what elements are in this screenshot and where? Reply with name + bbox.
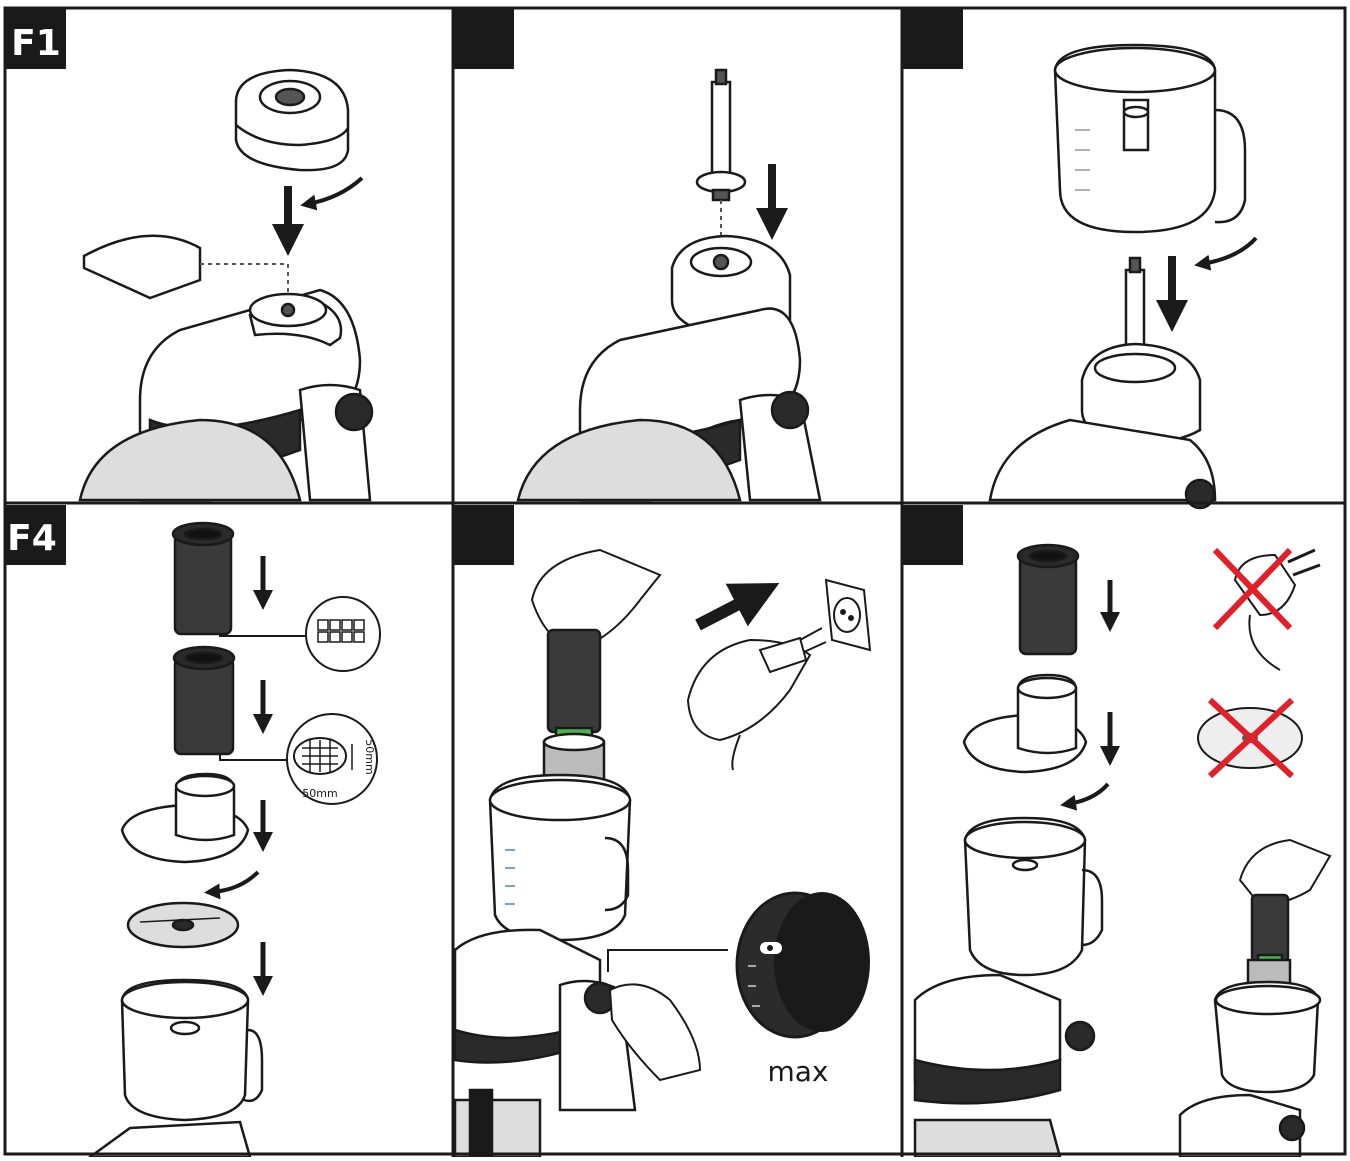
dicing-disc — [126, 901, 240, 949]
panel-label-box — [454, 9, 514, 69]
panel-grid — [3, 6, 1347, 1157]
stand-mixer — [1178, 1093, 1306, 1159]
processor-adapter — [234, 68, 350, 172]
speed-label: max — [767, 1055, 828, 1088]
rotate-arrow — [1194, 236, 1258, 271]
hand-with-plug — [686, 627, 827, 771]
panel-1: F1 — [6, 9, 374, 502]
stand-mixer — [516, 234, 822, 502]
panel-2 — [454, 9, 822, 502]
rotate-arrow — [204, 870, 260, 900]
pusher — [1016, 543, 1080, 656]
stand-mixer — [453, 928, 637, 1159]
dimension-height: 50mm — [363, 739, 376, 774]
rotate-arrow — [1060, 782, 1110, 811]
speed-dial[interactable] — [735, 891, 870, 1039]
feed-tube-lid — [120, 772, 250, 864]
panel-label-box — [903, 9, 963, 69]
plug-in-arrow — [695, 582, 780, 631]
drive-shaft — [695, 68, 747, 202]
stand-mixer — [913, 973, 1096, 1159]
feed-tube-lid — [962, 673, 1088, 774]
panel-4: F4 — [6, 505, 381, 1159]
panel-label: F1 — [11, 23, 61, 64]
stand-mixer — [988, 256, 1217, 510]
dice-size-detail: 50mm 50mm — [286, 713, 378, 805]
panel-5: max — [453, 505, 872, 1159]
panel-label-box — [6, 505, 66, 565]
do-not-remove-disc — [1197, 697, 1303, 779]
panel-label: F4 — [7, 518, 57, 559]
panel-label-box — [6, 9, 66, 69]
processor-bowl — [963, 816, 1104, 977]
processor-bowl — [1053, 43, 1247, 234]
small-pusher — [171, 521, 235, 636]
do-not-plug-in — [1212, 547, 1321, 671]
hand — [608, 983, 702, 1082]
panel-label-box — [903, 505, 963, 565]
wall-socket — [824, 578, 872, 652]
panel-6 — [903, 505, 1332, 1159]
processor-bowl — [1213, 958, 1322, 1094]
dimension-width: 50mm — [302, 787, 337, 800]
processor-bowl — [488, 773, 632, 942]
panel-3 — [903, 9, 1258, 510]
outlet-cover — [82, 234, 202, 300]
stand-mixer — [78, 288, 374, 502]
rotate-arrow — [300, 176, 364, 211]
panel-label-box — [454, 505, 514, 565]
dicing-grid-detail — [305, 596, 381, 672]
processor-bowl — [86, 978, 264, 1159]
large-pusher — [172, 645, 236, 756]
